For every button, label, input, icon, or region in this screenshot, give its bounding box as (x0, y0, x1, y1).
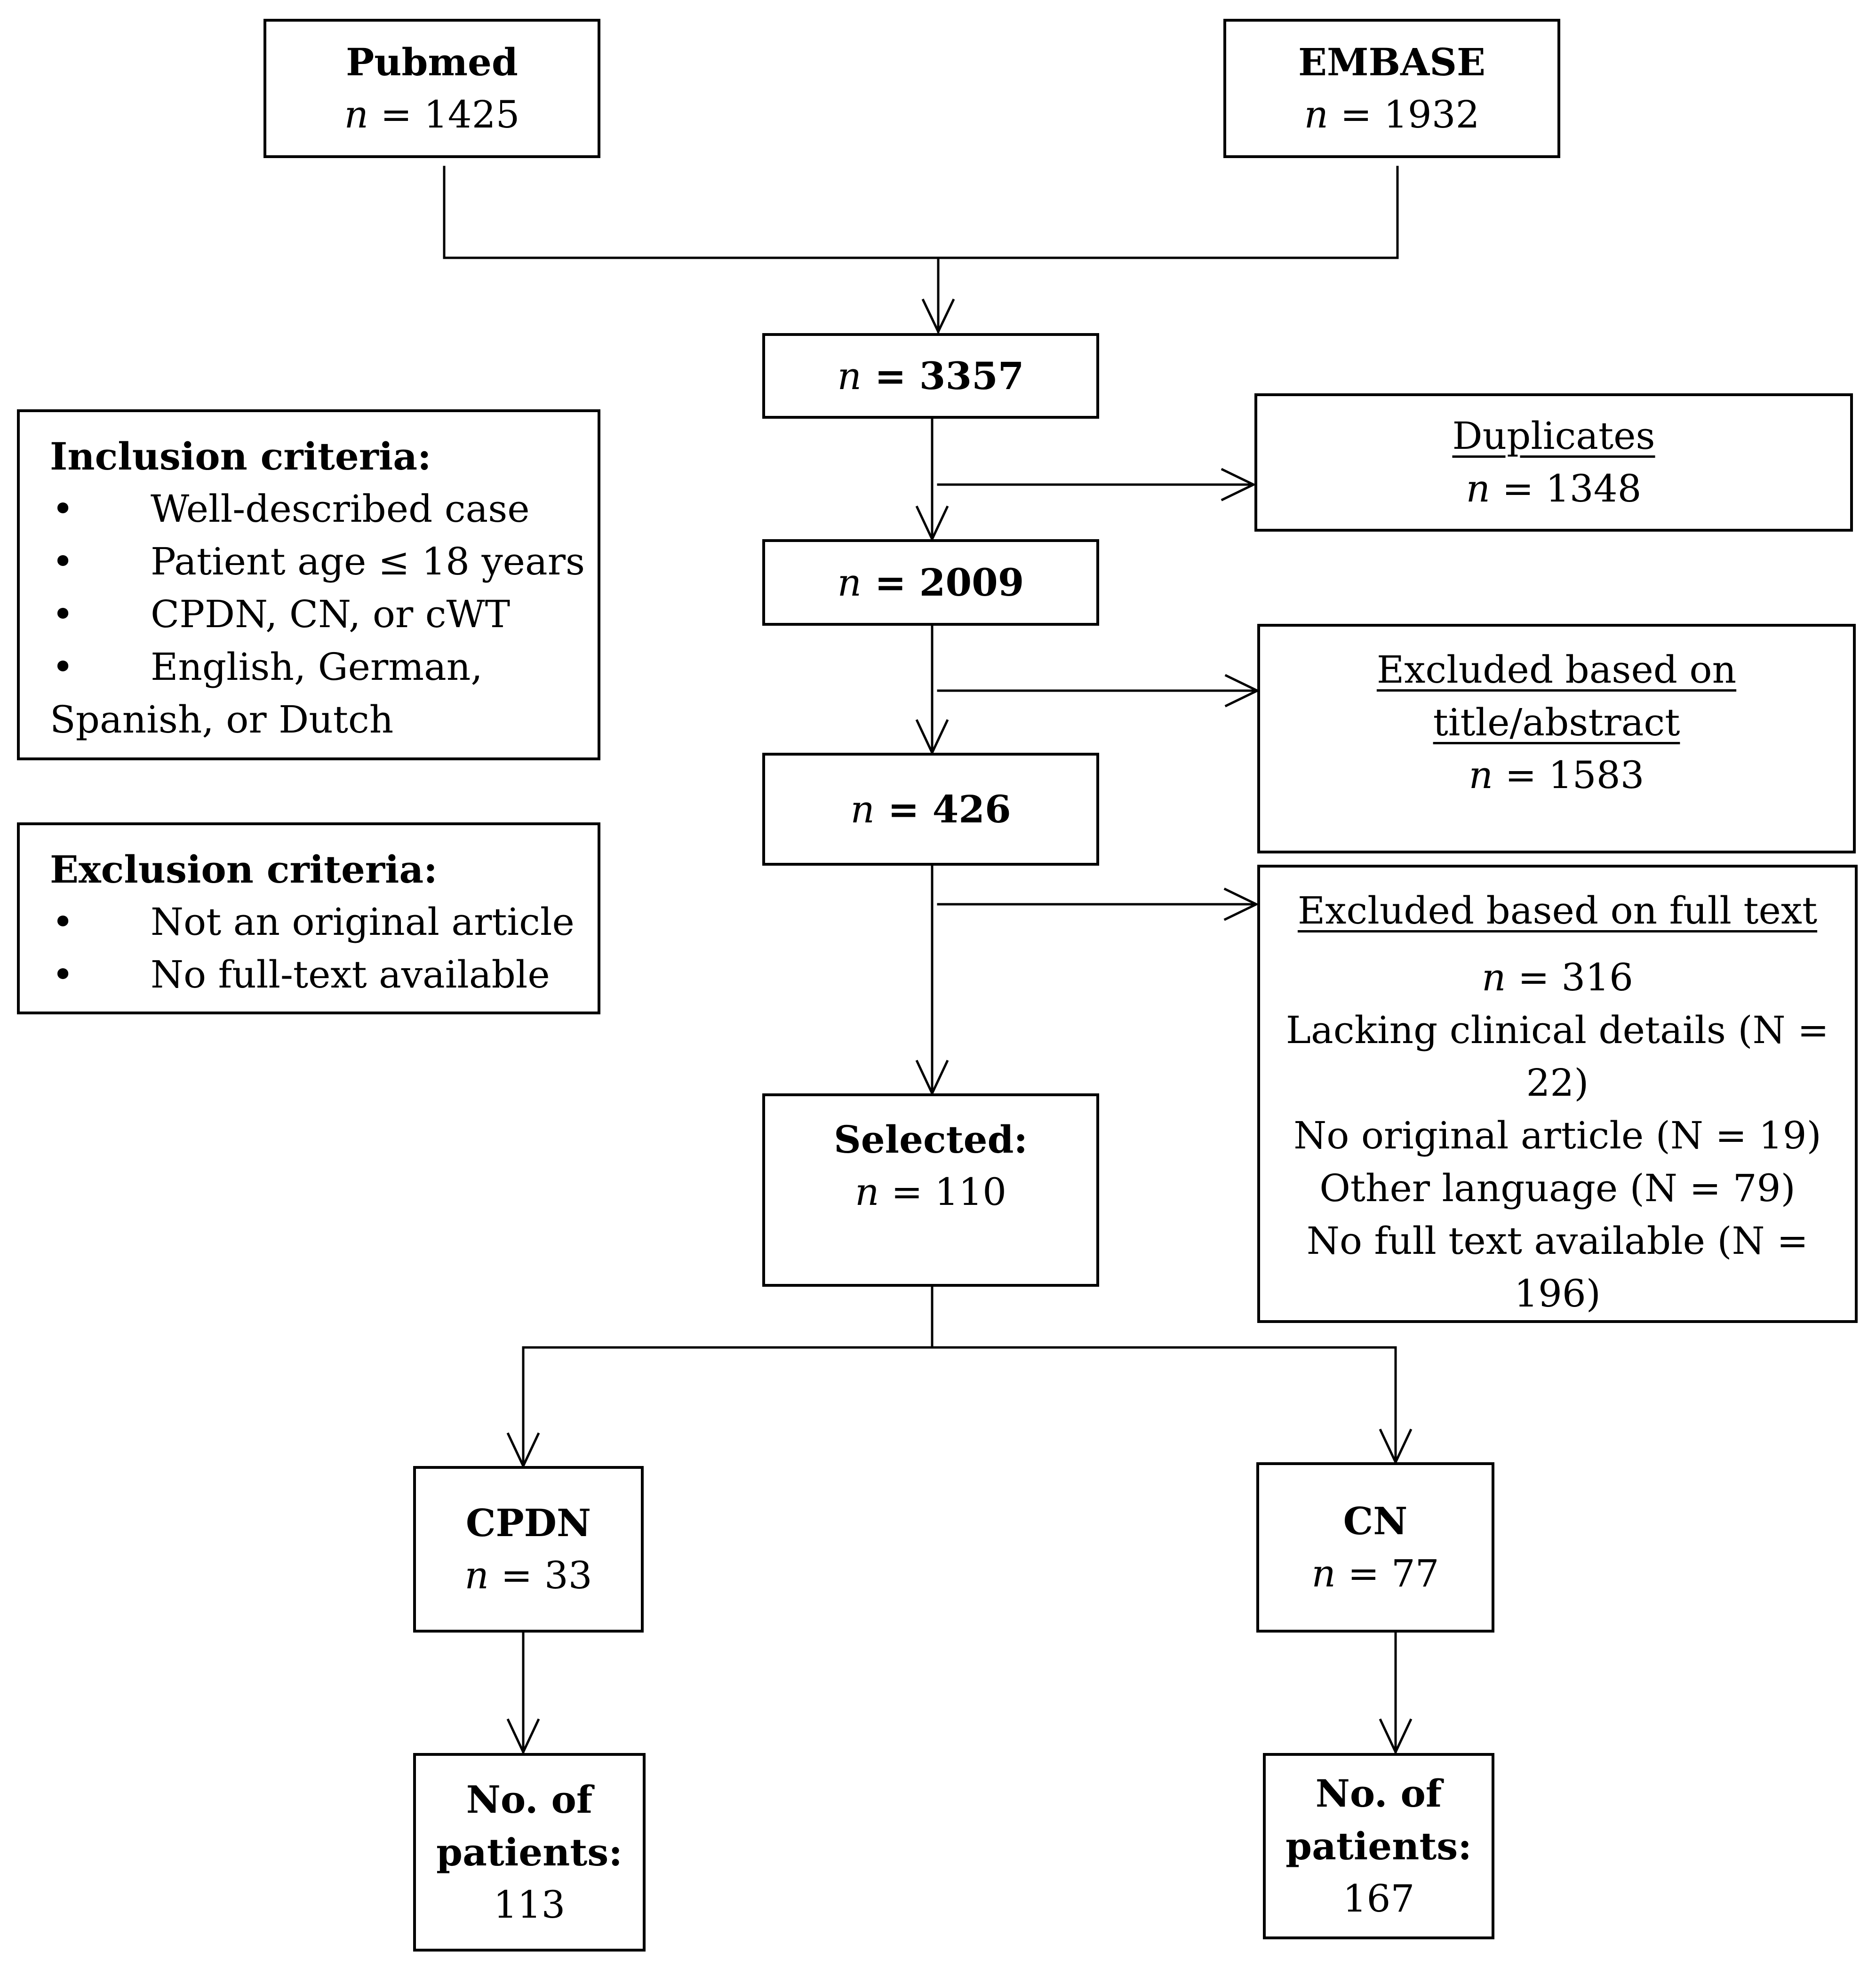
cn-patients-value: 167 (1342, 1877, 1415, 1920)
pubmed-box: Pubmed n = 1425 (263, 19, 600, 158)
cn-patients-box: No. of patients: 167 (1263, 1753, 1494, 1939)
cn-patients-label-line1: No. of (1315, 1771, 1442, 1816)
exclusion-criteria-item: •No full-text available (52, 953, 550, 996)
full-text-title: Excluded based on full text (1297, 889, 1818, 932)
combined-box: n = 3357 (762, 333, 1099, 419)
arrowhead-merge (921, 298, 955, 335)
inclusion-criteria-item-continuation: Spanish, or Dutch (50, 698, 394, 741)
inclusion-criteria-item: •CPDN, CN, or cWT (52, 592, 511, 636)
cn-title: CN (1343, 1499, 1408, 1543)
inclusion-criteria-box: Inclusion criteria: •Well-described case… (17, 409, 600, 760)
arrowhead-full-text (1223, 887, 1259, 921)
title-abstract-count: n = 1583 (1469, 753, 1644, 797)
inclusion-criteria-list: •Well-described case •Patient age ≤ 18 y… (50, 483, 598, 746)
full-text-reason: 22) (1526, 1061, 1589, 1105)
full-text-reason: Other language (N = 79) (1319, 1166, 1796, 1210)
cpdn-box: CPDN n = 33 (413, 1466, 644, 1633)
full-text-reason: Lacking clinical details (N = (1285, 1008, 1829, 1052)
inclusion-criteria-title: Inclusion criteria: (50, 434, 431, 478)
after-title-abstract-count: n = 426 (850, 787, 1011, 831)
full-text-reason: No full text available (N = 196) (1306, 1219, 1809, 1315)
title-abstract-exclusion-box: Excluded based on title/abstract n = 158… (1257, 624, 1856, 853)
exclusion-criteria-title: Exclusion criteria: (50, 847, 438, 892)
cpdn-patients-value: 113 (493, 1883, 566, 1927)
inclusion-criteria-item: •English, German, (52, 645, 483, 689)
full-text-count: n = 316 (1481, 956, 1634, 999)
duplicates-box: Duplicates n = 1348 (1254, 393, 1853, 532)
combined-count: n = 3357 (837, 353, 1024, 398)
embase-count: n = 1932 (1304, 93, 1480, 136)
after-duplicates-box: n = 2009 (762, 539, 1099, 626)
selected-title: Selected: (834, 1117, 1028, 1162)
cpdn-patients-label-line1: No. of (466, 1777, 593, 1822)
selected-box: Selected: n = 110 (762, 1093, 1099, 1287)
full-text-reason: No original article (N = 19) (1293, 1114, 1821, 1157)
arrowhead-cpdn-patients (506, 1718, 540, 1755)
exclusion-criteria-item: •Not an original article (52, 900, 575, 944)
cpdn-count: n = 33 (464, 1554, 592, 1597)
cpdn-title: CPDN (465, 1501, 591, 1545)
cn-box: CN n = 77 (1256, 1462, 1494, 1633)
cn-patients-label-line2: patients: (1285, 1824, 1472, 1868)
inclusion-criteria-item: •Patient age ≤ 18 years (52, 540, 585, 583)
exclusion-criteria-box: Exclusion criteria: •Not an original art… (17, 822, 600, 1014)
arrowhead-cn-patients (1379, 1718, 1413, 1755)
title-abstract-title-line1: Excluded based on (1376, 648, 1737, 692)
cpdn-patients-box: No. of patients: 113 (413, 1753, 646, 1952)
arrowhead-duplicates (1221, 468, 1256, 502)
exclusion-criteria-list: •Not an original article •No full-text a… (50, 896, 598, 1001)
pubmed-title: Pubmed (346, 40, 518, 84)
after-title-abstract-box: n = 426 (762, 753, 1099, 866)
selected-count: n = 110 (854, 1170, 1007, 1214)
pubmed-count: n = 1425 (344, 93, 520, 136)
duplicates-title: Duplicates (1452, 414, 1655, 458)
cpdn-patients-label-line2: patients: (436, 1830, 623, 1874)
inclusion-criteria-item: •Well-described case (52, 487, 530, 531)
duplicates-count: n = 1348 (1466, 467, 1642, 510)
cn-count: n = 77 (1311, 1552, 1439, 1595)
title-abstract-title-line2: title/abstract (1433, 701, 1680, 744)
embase-box: EMBASE n = 1932 (1223, 19, 1560, 158)
after-duplicates-count: n = 2009 (837, 560, 1024, 605)
full-text-exclusion-box: Excluded based on full text n = 316 Lack… (1257, 865, 1858, 1323)
embase-title: EMBASE (1298, 40, 1485, 84)
